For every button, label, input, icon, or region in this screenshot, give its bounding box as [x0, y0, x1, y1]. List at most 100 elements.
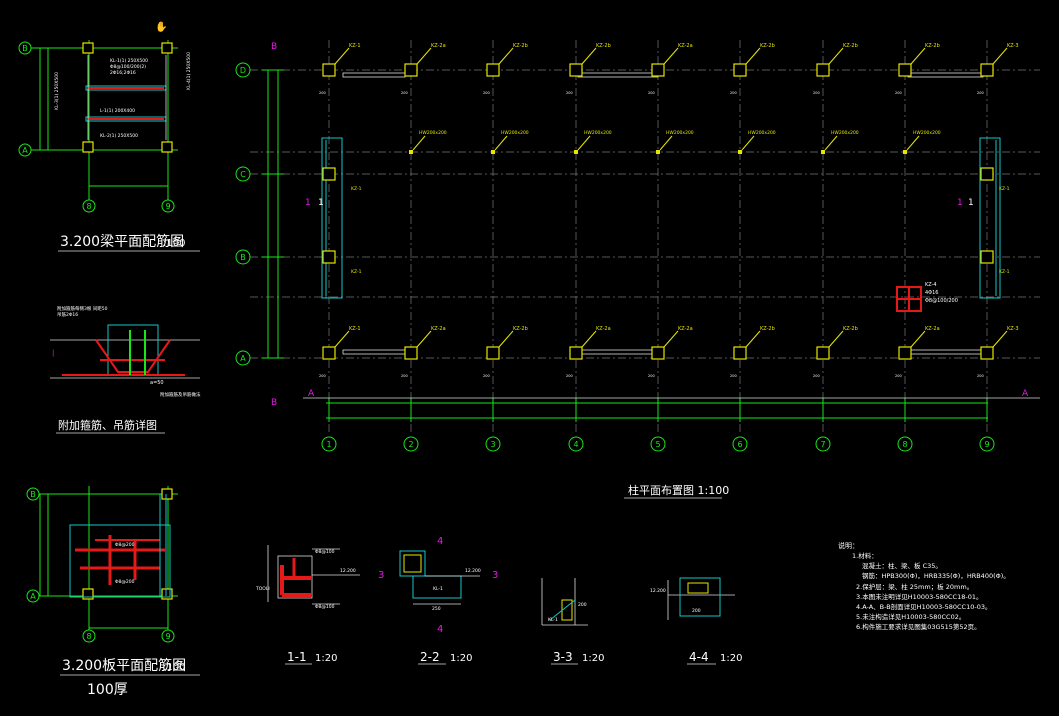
axis-label-x: 1	[326, 440, 331, 449]
side-column-label: KZ-1	[999, 186, 1010, 192]
notes-line: 4.A-A、B-B剖面详见H10003-580CC10-03。	[856, 602, 991, 611]
column-marker	[898, 63, 912, 77]
section-3-label: 3-3	[553, 650, 573, 664]
column-marker	[404, 346, 418, 360]
section-1-1: Φ8@100 Φ8@100 12.200 TOOLI 1-1 1:20	[255, 545, 360, 665]
column-marker	[898, 346, 912, 360]
section-mark-a-right: A	[1022, 389, 1029, 399]
svg-text:200: 200	[566, 374, 573, 378]
column-label-bottom: KZ-2a	[431, 326, 446, 332]
column-marker	[322, 63, 336, 77]
axis-label-x: 3	[490, 440, 495, 449]
column-label-top: KZ-2b	[760, 43, 775, 49]
column-marker	[486, 346, 500, 360]
svg-text:200: 200	[813, 374, 820, 378]
section-mark-3-left: 3	[378, 570, 384, 581]
hw-column-label: HW200x200	[666, 130, 694, 136]
column-marker	[980, 346, 994, 360]
svg-text:1: 1	[318, 198, 324, 208]
svg-text:TOOLI: TOOLI	[255, 586, 270, 592]
column-label-bottom: KZ-2a	[925, 326, 940, 332]
column-marker	[486, 63, 500, 77]
svg-text:KL-4(1) 250X500: KL-4(1) 250X500	[186, 52, 192, 90]
column-label-top: KZ-1	[349, 43, 361, 49]
beam-plan-title: 3.200梁平面配筋图	[60, 233, 184, 250]
svg-text:200: 200	[319, 91, 326, 95]
axis-bubble	[732, 436, 748, 452]
column-marker	[569, 63, 583, 77]
hw-column-label: HW200x200	[748, 130, 776, 136]
svg-text:250: 250	[432, 606, 441, 612]
svg-text:200: 200	[648, 91, 655, 95]
axis-bubble	[897, 436, 913, 452]
hw-column-label: HW200x200	[419, 130, 447, 136]
column-label-top: KZ-2b	[513, 43, 528, 49]
section-mark-1-right: 1	[957, 198, 963, 208]
svg-text:吊筋2Φ16: 吊筋2Φ16	[57, 311, 78, 318]
svg-text:Φ8@100/200(2): Φ8@100/200(2)	[110, 64, 146, 70]
slab-axis-a: A	[30, 592, 36, 601]
svg-text:200: 200	[977, 374, 984, 378]
axis-bubble	[979, 436, 995, 452]
axis-bubble	[235, 62, 251, 78]
svg-text:KL-3(1) 250X500: KL-3(1) 250X500	[54, 72, 60, 110]
column-label-top: KZ-3	[1007, 43, 1019, 49]
side-column-label: KZ-1	[999, 269, 1010, 275]
hw-column-label: HW200x200	[584, 130, 612, 136]
axis-label-x: 5	[655, 440, 660, 449]
svg-text:Φ8@200: Φ8@200	[115, 542, 135, 548]
column-marker	[404, 63, 418, 77]
notes-line: 6.构件施工要求详见图集03G515第52页。	[856, 622, 981, 631]
column-label-bottom: KZ-1	[349, 326, 361, 332]
beam-plan-scale: :100	[163, 238, 185, 249]
axis-bubble	[235, 350, 251, 366]
svg-text:200: 200	[813, 91, 820, 95]
column-marker	[816, 346, 830, 360]
svg-text:1: 1	[968, 198, 974, 208]
section-4-label: 4-4	[689, 650, 709, 664]
svg-text:200: 200	[578, 602, 587, 608]
column-label-bottom: KZ-3	[1007, 326, 1019, 332]
svg-text:200: 200	[483, 374, 490, 378]
svg-text:Φ8@200: Φ8@200	[115, 579, 135, 585]
svg-text:200: 200	[319, 374, 326, 378]
column-label-bottom: KZ-2b	[760, 326, 775, 332]
beam-axis-8: 8	[86, 202, 91, 211]
beam-axis-b: B	[22, 44, 28, 53]
axis-bubble	[568, 436, 584, 452]
section-mark-b-top: B	[271, 42, 277, 52]
svg-text:KL-1: KL-1	[548, 617, 558, 623]
axis-bubble	[321, 436, 337, 452]
svg-text:200: 200	[566, 91, 573, 95]
axis-bubble	[815, 436, 831, 452]
axis-label-x: 8	[902, 440, 907, 449]
notes-line: 混凝土：柱、梁、板 C35。	[862, 561, 942, 570]
column-layout-plan: KZ-4 4Φ16 Φ8@100/200 KZ-1200KZ-1200KZ-2a…	[235, 40, 1040, 499]
column-marker	[733, 346, 747, 360]
svg-text:12.200: 12.200	[650, 588, 666, 594]
section-mark-b-bottom: B	[271, 398, 277, 408]
column-label-bottom: KZ-2a	[678, 326, 693, 332]
svg-text:200: 200	[730, 374, 737, 378]
slab-plan-scale: :100	[163, 662, 185, 673]
slab-axis-9: 9	[165, 632, 170, 641]
column-marker	[733, 63, 747, 77]
section-1-scale: 1:20	[315, 653, 337, 664]
slab-plan-title: 3.200板平面配筋图	[62, 657, 186, 674]
notes-line: 钢筋：HPB300(Φ)，HRB335(Φ)，HRB400(Φ)。	[862, 571, 1010, 580]
design-notes: 说明： 1.材料： 混凝土：柱、梁、板 C35。 钢筋：HPB300(Φ)，HR…	[838, 541, 1010, 631]
column-label-bottom: KZ-2b	[513, 326, 528, 332]
column-label-top: KZ-2b	[843, 43, 858, 49]
section-3-3: KL-1 200 3-3 1:20	[541, 578, 604, 665]
hw-column-label: HW200x200	[913, 130, 941, 136]
svg-text:12.200: 12.200	[340, 568, 356, 574]
section-mark-4-bottom: 4	[437, 624, 443, 635]
notes-line: 1.材料：	[852, 551, 878, 560]
section-4-scale: 1:20	[720, 653, 742, 664]
hw-column-label: HW200x200	[831, 130, 859, 136]
axis-bubble	[650, 436, 666, 452]
column-marker	[980, 63, 994, 77]
beam-axis-9: 9	[165, 202, 170, 211]
side-column-label: KZ-1	[351, 186, 362, 192]
